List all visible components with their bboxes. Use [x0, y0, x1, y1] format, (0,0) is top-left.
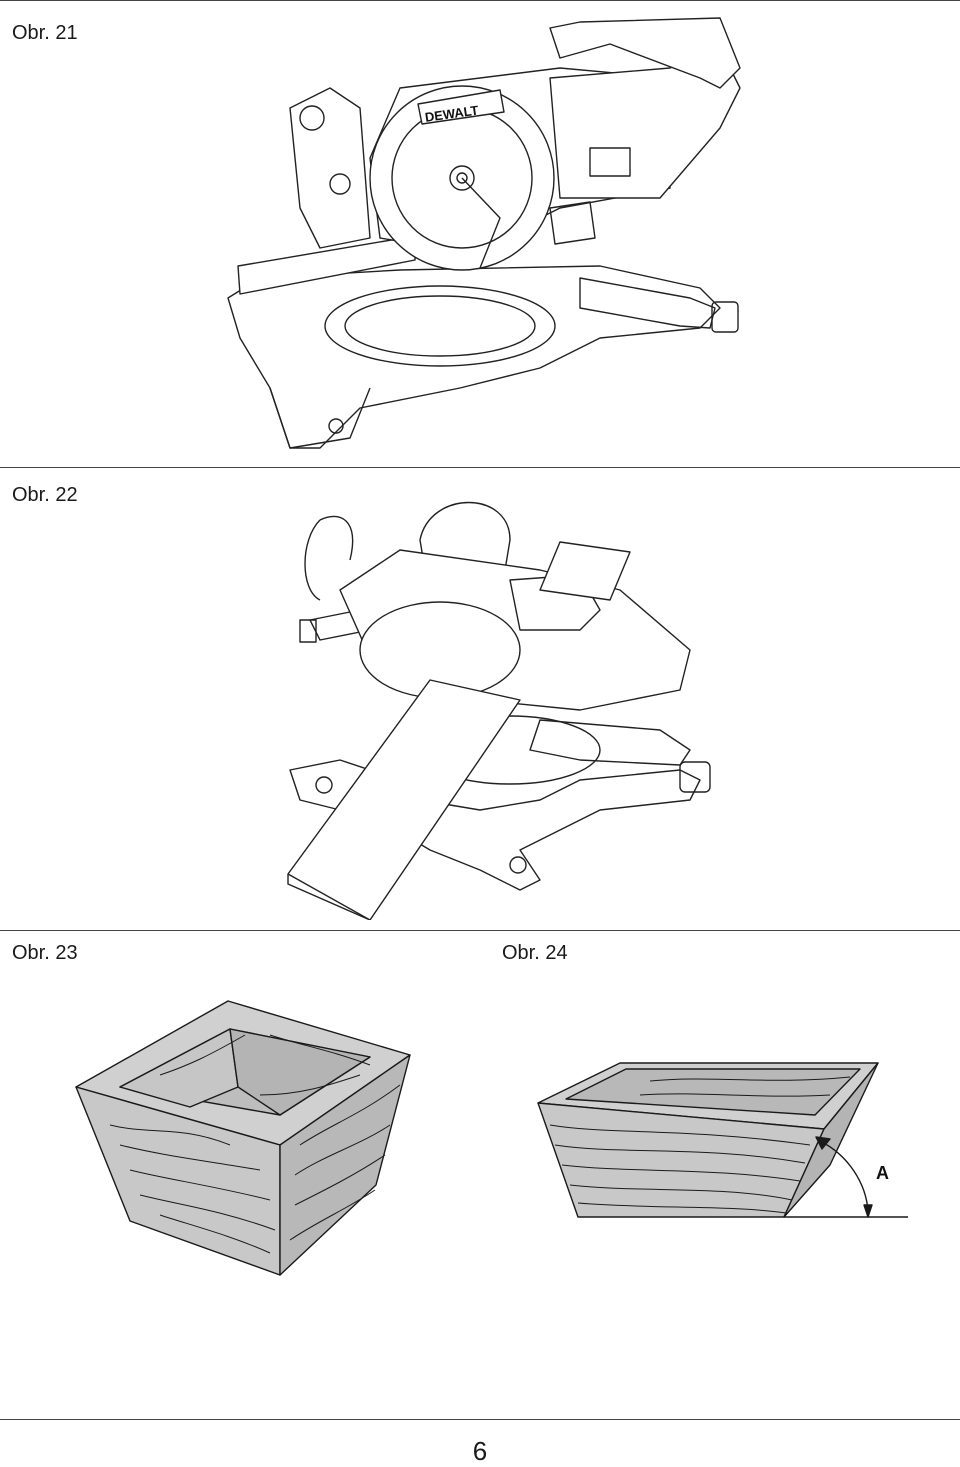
figure-21-illustration: DEWALT	[200, 8, 760, 458]
brand-logo: DEWALT	[424, 103, 480, 125]
figure-22-label: Obr. 22	[12, 484, 78, 506]
divider-22-23	[0, 930, 960, 931]
angle-a-label: A	[876, 1163, 889, 1183]
figure-21-label: Obr. 21	[12, 22, 78, 44]
top-rule	[0, 0, 960, 1]
figure-23-label: Obr. 23	[12, 942, 78, 964]
figure-23-illustration	[70, 995, 415, 1280]
divider-21-22	[0, 467, 960, 468]
figure-24-label: Obr. 24	[502, 942, 568, 964]
page-number: 6	[472, 1436, 488, 1466]
figure-22-illustration	[280, 480, 720, 920]
figure-24-illustration: A	[530, 1055, 920, 1225]
divider-footer	[0, 1419, 960, 1420]
